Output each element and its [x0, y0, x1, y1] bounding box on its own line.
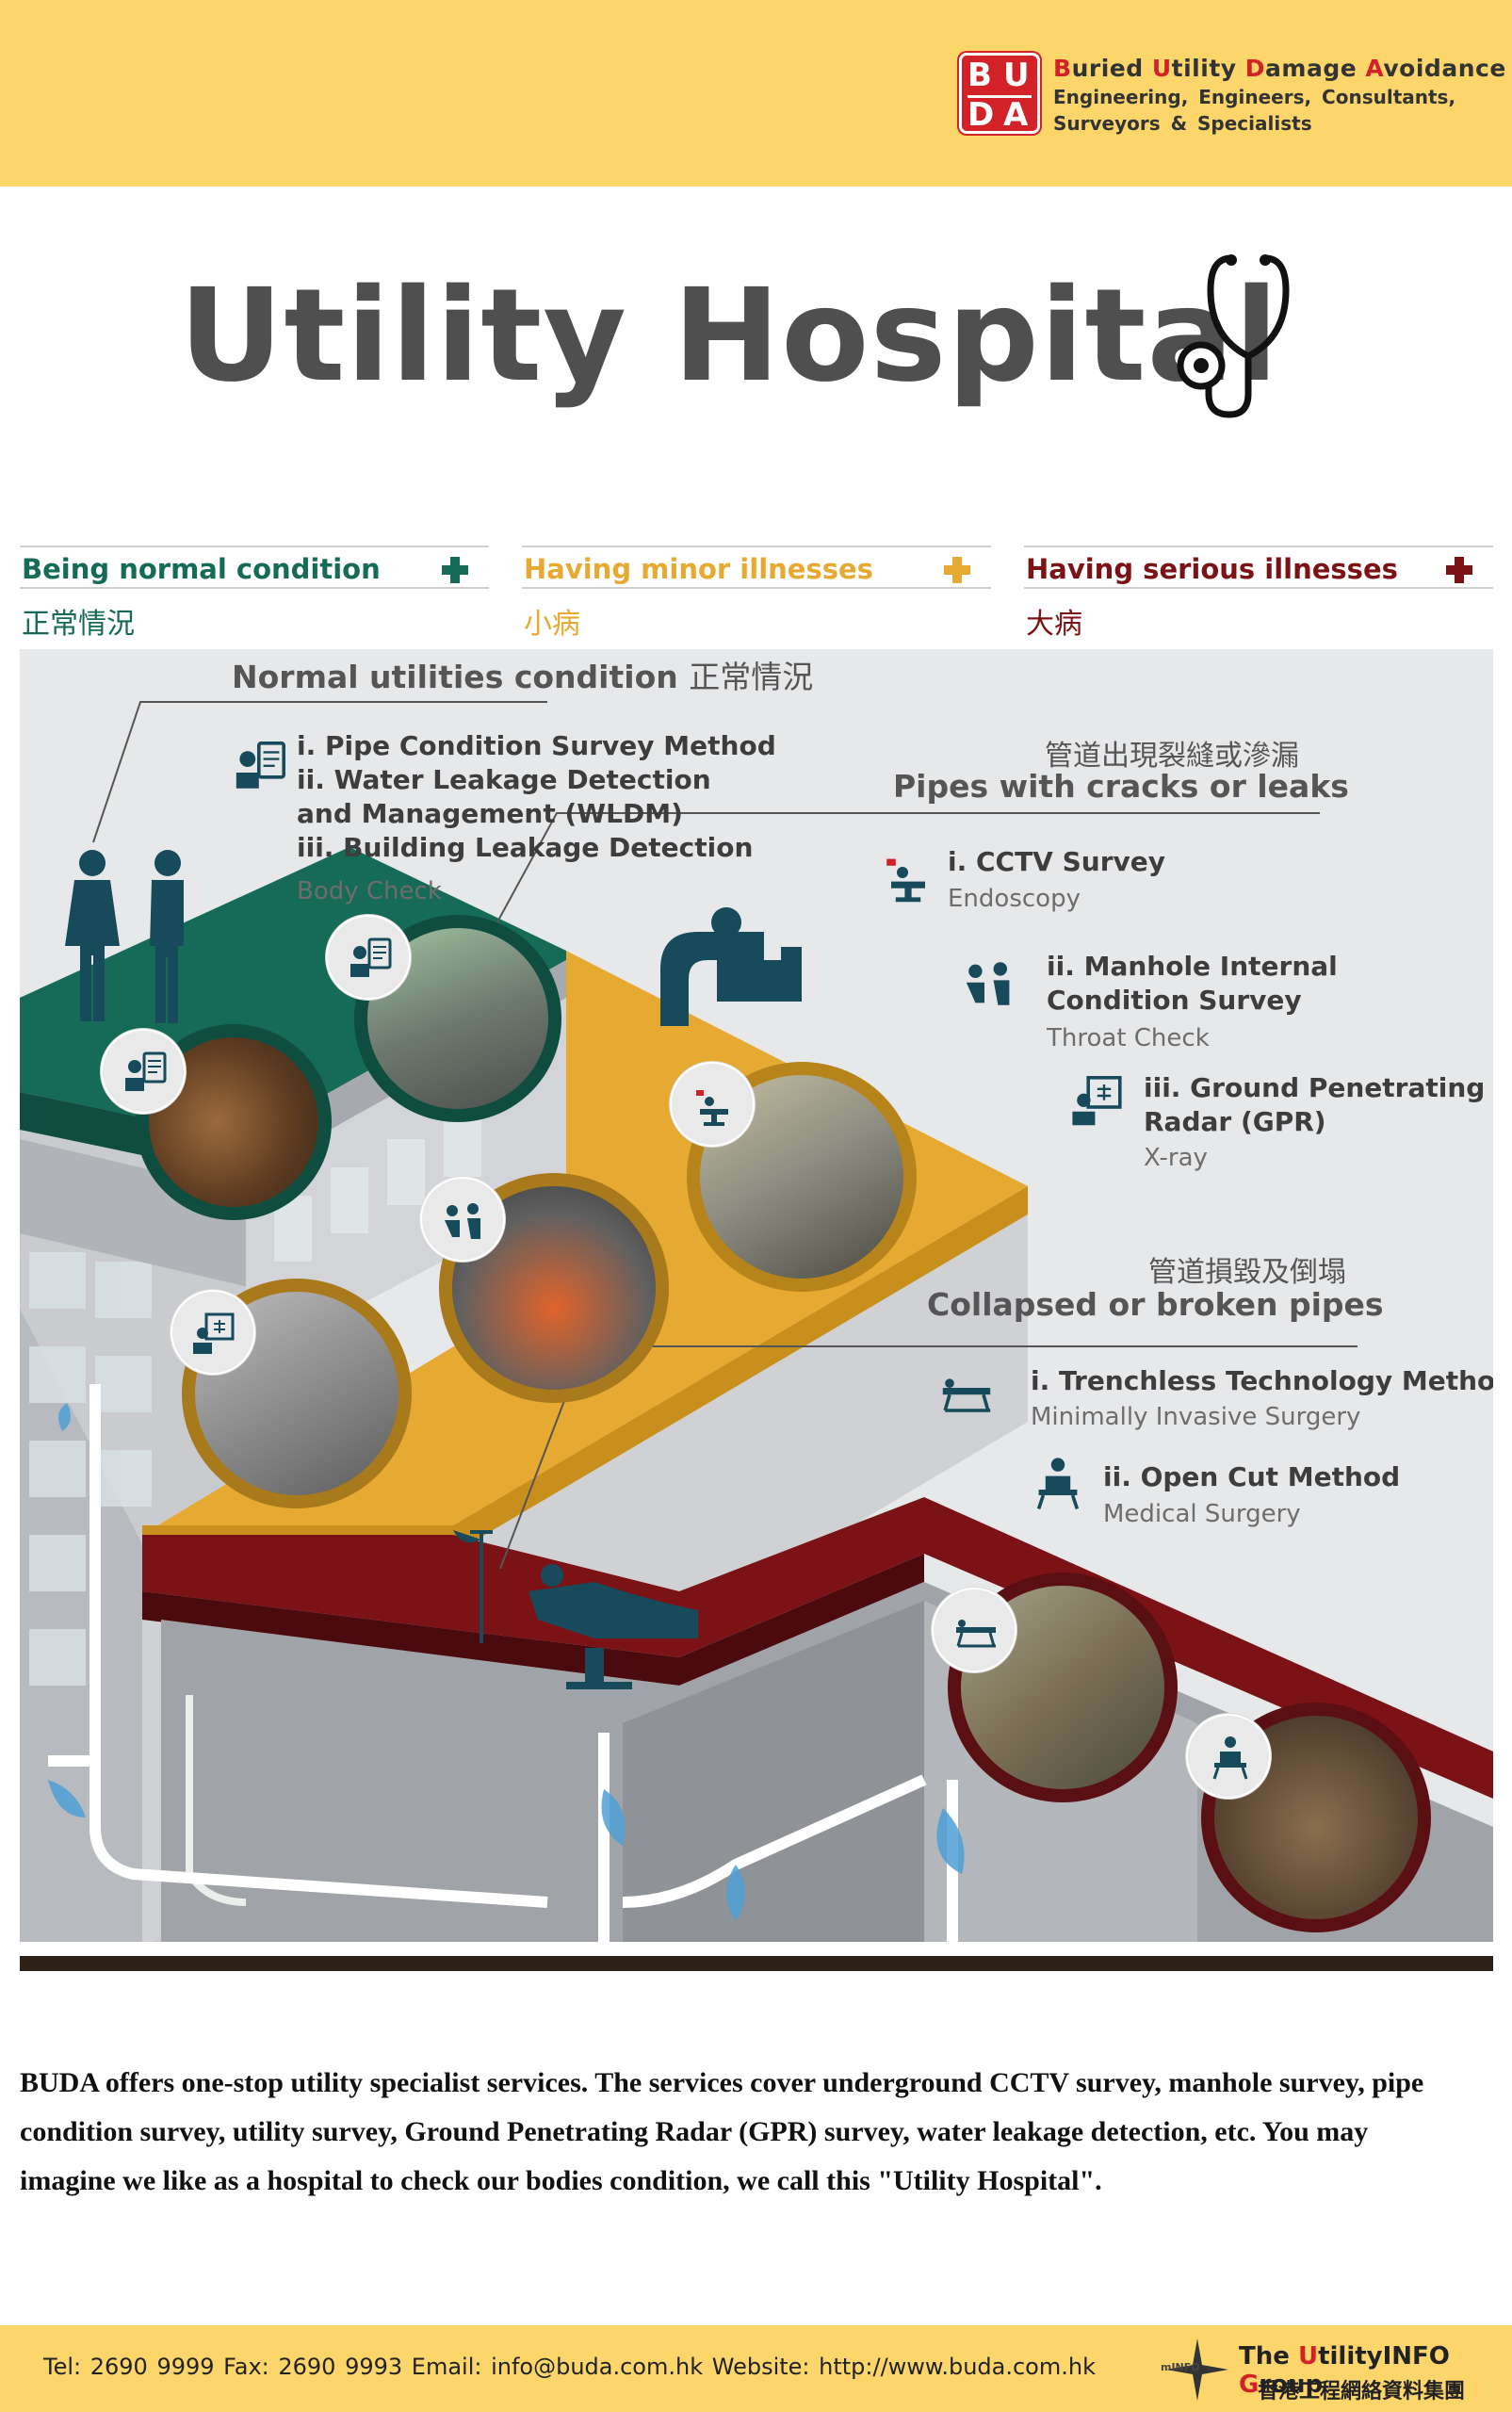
dentist-chair-icon: [886, 858, 925, 903]
minor-heading-en: Pipes with cracks or leaks: [893, 768, 1349, 805]
stretcher-icon: [942, 1378, 991, 1412]
group-name-part: roup: [1259, 2371, 1324, 2399]
page-title: Utility Hospital: [179, 262, 1279, 411]
surgeon-icon: [1036, 1458, 1080, 1509]
category-minor: Having minor illnesses 小病: [522, 546, 991, 641]
description-line-3: imagine we like as a hospital to check o…: [20, 2165, 1102, 2196]
normal-item-1: i. Pipe Condition Survey Method: [297, 730, 776, 761]
photo-pipe-inspection: [136, 1024, 332, 1220]
minor-heading-zh: 管道出現裂縫或滲漏: [1045, 740, 1299, 773]
serious-item-1: i. Trenchless Technology Method: [1031, 1365, 1493, 1396]
brand-word: voidance: [1383, 55, 1506, 82]
brand-cap: U: [1151, 55, 1172, 82]
category-serious-zh: 大病: [1026, 608, 1082, 641]
normal-item-3: iii. Building Leakage Detection: [297, 832, 754, 863]
divider-bar: [20, 1956, 1493, 1971]
throat-check-icon: [966, 962, 1010, 1005]
category-normal: Being normal condition 正常情況: [20, 546, 489, 641]
brand-name: Buried Utility Damage Avoidance: [1053, 55, 1506, 82]
header-banner: B U D A Buried Utility Damage Avoidance …: [0, 0, 1512, 187]
minor-item-1-analogy: Endoscopy: [948, 885, 1081, 913]
category-minor-zh: 小病: [524, 608, 580, 641]
category-serious-label: Having serious illnesses: [1026, 553, 1398, 585]
bubble-clipboard-2: [326, 915, 411, 1000]
throat-check-icon: [445, 1203, 480, 1239]
bubble-dentist: [670, 1062, 755, 1147]
minor-item-3b: Radar (GPR): [1144, 1106, 1326, 1137]
brand-word: tility: [1171, 55, 1237, 82]
group-name-zh: 香港工程網絡資料集團: [1258, 2379, 1466, 2404]
serious-item-2: ii. Open Cut Method: [1103, 1461, 1401, 1492]
normal-heading: Normal utilities condition 正常情況: [232, 652, 813, 697]
bubble-surgery: [1186, 1714, 1271, 1799]
dentist-chair-icon: [696, 1090, 728, 1126]
bubble-clipboard: [101, 1029, 186, 1114]
brand-cap: A: [1365, 55, 1384, 82]
category-normal-zh: 正常情況: [22, 608, 135, 641]
logo-letter-b: B: [967, 57, 996, 94]
minor-item-3: iii. Ground Penetrating: [1144, 1072, 1486, 1103]
description-line-2: condition survey, utility survey, Ground…: [20, 2116, 1369, 2147]
minor-item-3-analogy: X-ray: [1144, 1144, 1208, 1172]
minor-item-2-analogy: Throat Check: [1047, 1024, 1210, 1052]
category-serious: Having serious illnesses 大病: [1024, 546, 1493, 641]
clipboard-doctor-icon: [125, 1051, 167, 1091]
bubble-stretcher: [932, 1588, 1016, 1672]
description-paragraph: BUDA offers one-stop utility specialist …: [20, 2059, 1489, 2206]
minor-item-2b: Condition Survey: [1047, 985, 1302, 1016]
logo-letter-a: A: [1003, 96, 1032, 134]
plus-cross-icon: [1446, 557, 1472, 583]
group-name[interactable]: The UtilityINFO Group: [1239, 2342, 1512, 2399]
category-minor-label: Having minor illnesses: [524, 553, 873, 585]
minor-item-1: i. CCTV Survey: [948, 846, 1165, 877]
plus-cross-icon: [442, 557, 468, 583]
contact-info[interactable]: Tel: 2690 9999 Fax: 2690 9993 Email: inf…: [43, 2354, 1096, 2380]
hospital-illustration: Normal utilities condition 正常情況 i. Pipe …: [20, 649, 1493, 1942]
normal-analogy: Body Check: [297, 877, 442, 905]
normal-item-2b: and Management (WLDM): [297, 798, 683, 829]
brand-text: Buried Utility Damage Avoidance Engineer…: [1053, 55, 1506, 135]
serious-heading-zh: 管道損毀及倒塌: [1148, 1256, 1346, 1289]
normal-item-2: ii. Water Leakage Detection: [297, 764, 711, 795]
serious-item-1-analogy: Minimally Invasive Surgery: [1031, 1403, 1361, 1431]
footer-banner: Tel: 2690 9999 Fax: 2690 9993 Email: inf…: [0, 2325, 1512, 2412]
group-name-cap: G: [1239, 2371, 1260, 2399]
surgeon-icon: [1212, 1736, 1248, 1780]
normal-heading-en: Normal utilities condition: [232, 659, 678, 695]
stethoscope-icon: [1177, 254, 1290, 418]
xray-icon: [1072, 1076, 1122, 1126]
plus-cross-icon: [944, 557, 970, 583]
logo-letter-d: D: [967, 96, 999, 134]
clipboard-doctor-icon: [236, 742, 285, 789]
bubble-xray: [171, 1290, 255, 1375]
logo-divider: [967, 95, 1032, 98]
brand-tagline-1: Engineering, Engineers, Consultants,: [1053, 86, 1456, 108]
xray-icon: [193, 1312, 235, 1354]
serious-heading-en: Collapsed or broken pipes: [927, 1286, 1384, 1323]
brand-cap: B: [1053, 55, 1072, 82]
bubble-throat: [420, 1177, 505, 1262]
mini-logo-text: mINFO: [1161, 2361, 1200, 2373]
clipboard-doctor-icon: [350, 937, 392, 977]
compass-star-icon: [1166, 2339, 1228, 2401]
normal-heading-zh: 正常情況: [689, 659, 814, 695]
serious-item-2-analogy: Medical Surgery: [1103, 1500, 1301, 1528]
brand-cap: D: [1244, 55, 1266, 82]
brand-tagline-2: Surveyors & Specialists: [1053, 112, 1312, 135]
buda-logo[interactable]: B U D A: [959, 53, 1040, 134]
minor-item-2: ii. Manhole Internal: [1047, 951, 1338, 982]
stretcher-icon: [956, 1620, 996, 1648]
photo-open-cut: [1201, 1703, 1431, 1932]
brand-word: uried: [1071, 55, 1144, 82]
group-name-part: tilityINFO: [1318, 2342, 1450, 2371]
description-line-1: BUDA offers one-stop utility specialist …: [20, 2067, 1424, 2098]
brand-word: amage: [1265, 55, 1358, 82]
group-name-cap: U: [1297, 2342, 1319, 2371]
logo-letter-u: U: [1003, 57, 1033, 94]
category-normal-label: Being normal condition: [22, 553, 381, 585]
group-name-part: The: [1239, 2342, 1298, 2371]
